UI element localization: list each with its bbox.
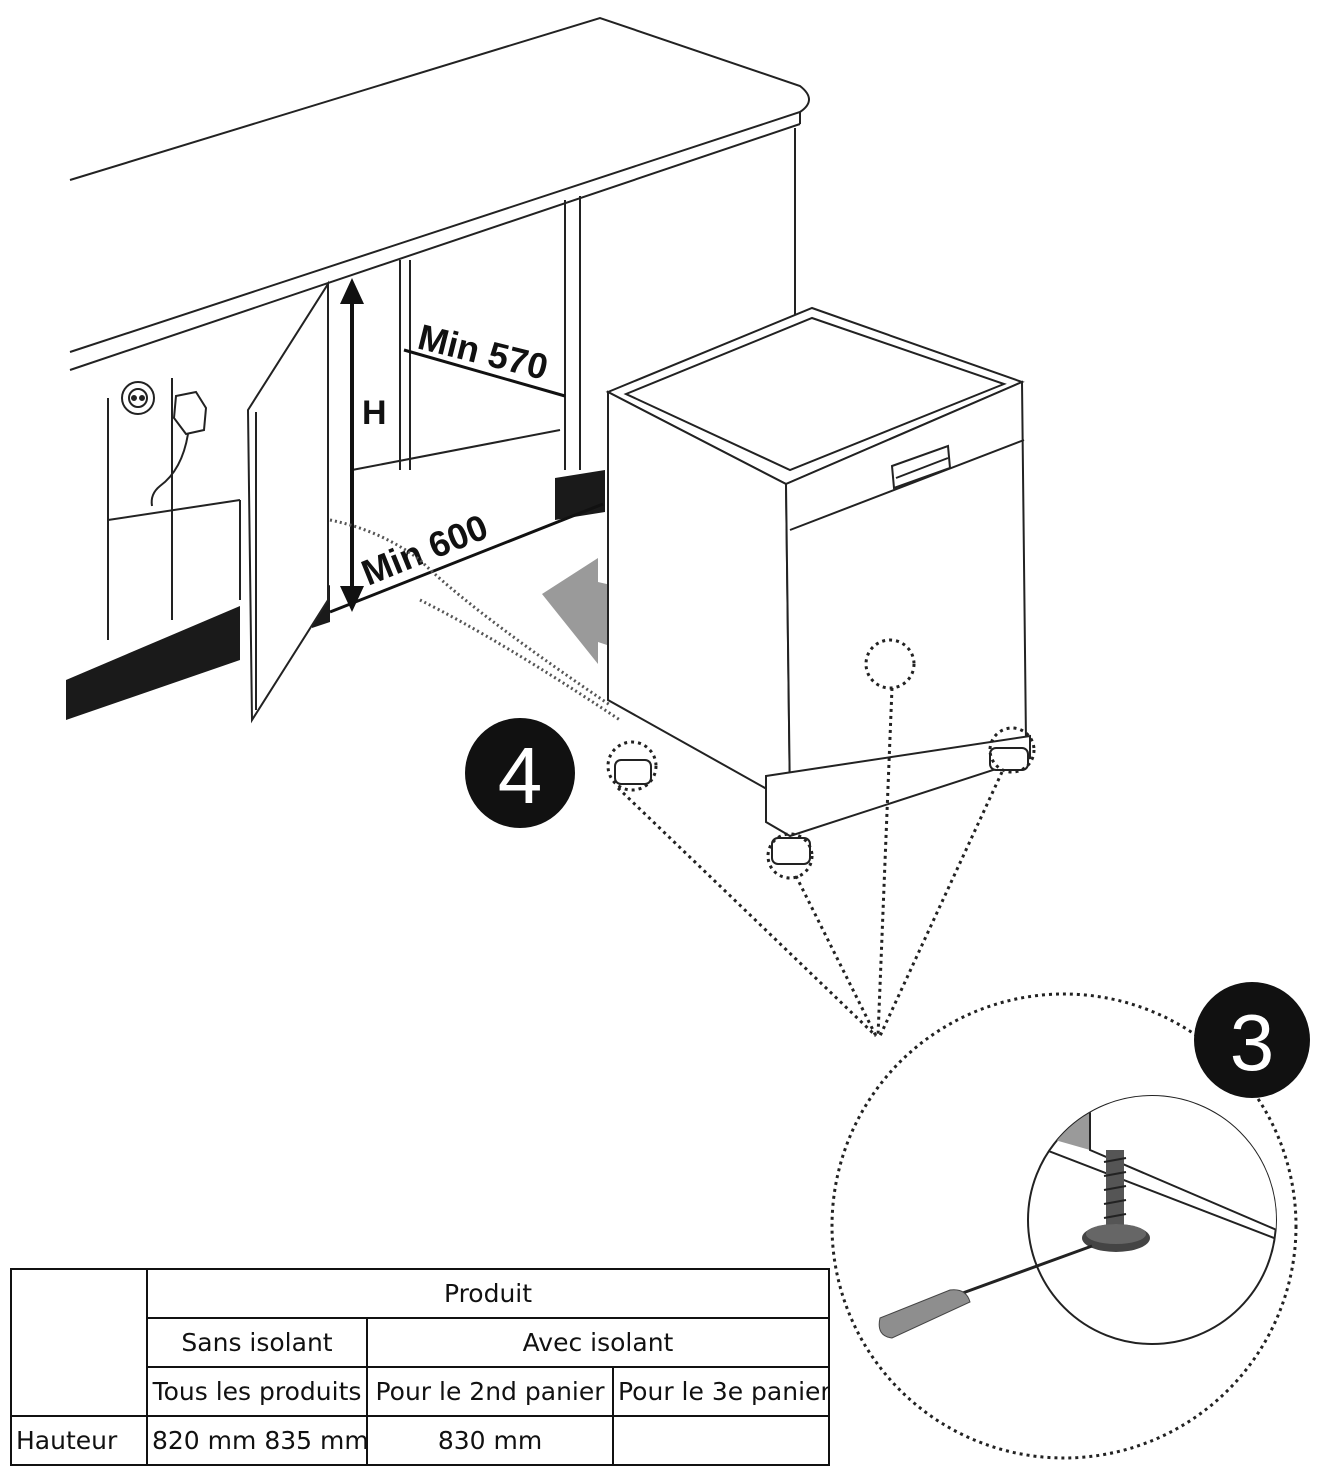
value-third-basket (611, 1415, 831, 1466)
step-badge-4: 4 (465, 718, 575, 828)
screwdriver-icon (878, 1244, 1093, 1339)
svg-text:3: 3 (1230, 998, 1275, 1087)
dishwasher (605, 306, 1031, 865)
min-width-label: Min 600 (356, 506, 494, 593)
foot-callouts (606, 638, 1298, 1460)
min-depth-label: Min 570 (414, 316, 552, 388)
width-line (329, 502, 604, 614)
step-badge-3: 3 (1194, 982, 1310, 1098)
depth-line (403, 348, 566, 398)
header-without-insulation: Sans isolant (146, 1317, 368, 1368)
height-dimension (340, 278, 364, 612)
height-spec-table: Produit Sans isolant Avec isolant Tous l… (10, 1268, 831, 1466)
row-label-height: Hauteur (10, 1415, 148, 1466)
table-row: Hauteur 820 mm 835 mm 830 mm (10, 1415, 831, 1466)
table-corner (10, 1268, 148, 1417)
cabinet-frame (107, 128, 796, 640)
header-all-products: Tous les produits (146, 1366, 368, 1417)
header-third-basket: Pour le 3e panier (611, 1366, 831, 1417)
header-product: Produit (145, 1268, 831, 1319)
value-sans-b: 835 mm (264, 1426, 367, 1455)
plug-icon (150, 390, 208, 507)
kick-plate (66, 470, 605, 720)
header-with-insulation: Avec isolant (365, 1317, 831, 1368)
value-without-insulation: 820 mm 835 mm (146, 1415, 368, 1466)
foot-adjust-detail (1027, 1095, 1277, 1345)
value-sans-a: 820 mm (152, 1426, 257, 1455)
height-label: H (362, 394, 387, 432)
header-second-basket: Pour le 2nd panier (366, 1366, 614, 1417)
svg-text:4: 4 (498, 731, 543, 820)
power-socket-icon (121, 381, 155, 415)
countertop (69, 16, 810, 371)
cabinet-door (246, 280, 329, 724)
value-second-basket: 830 mm (366, 1415, 614, 1466)
